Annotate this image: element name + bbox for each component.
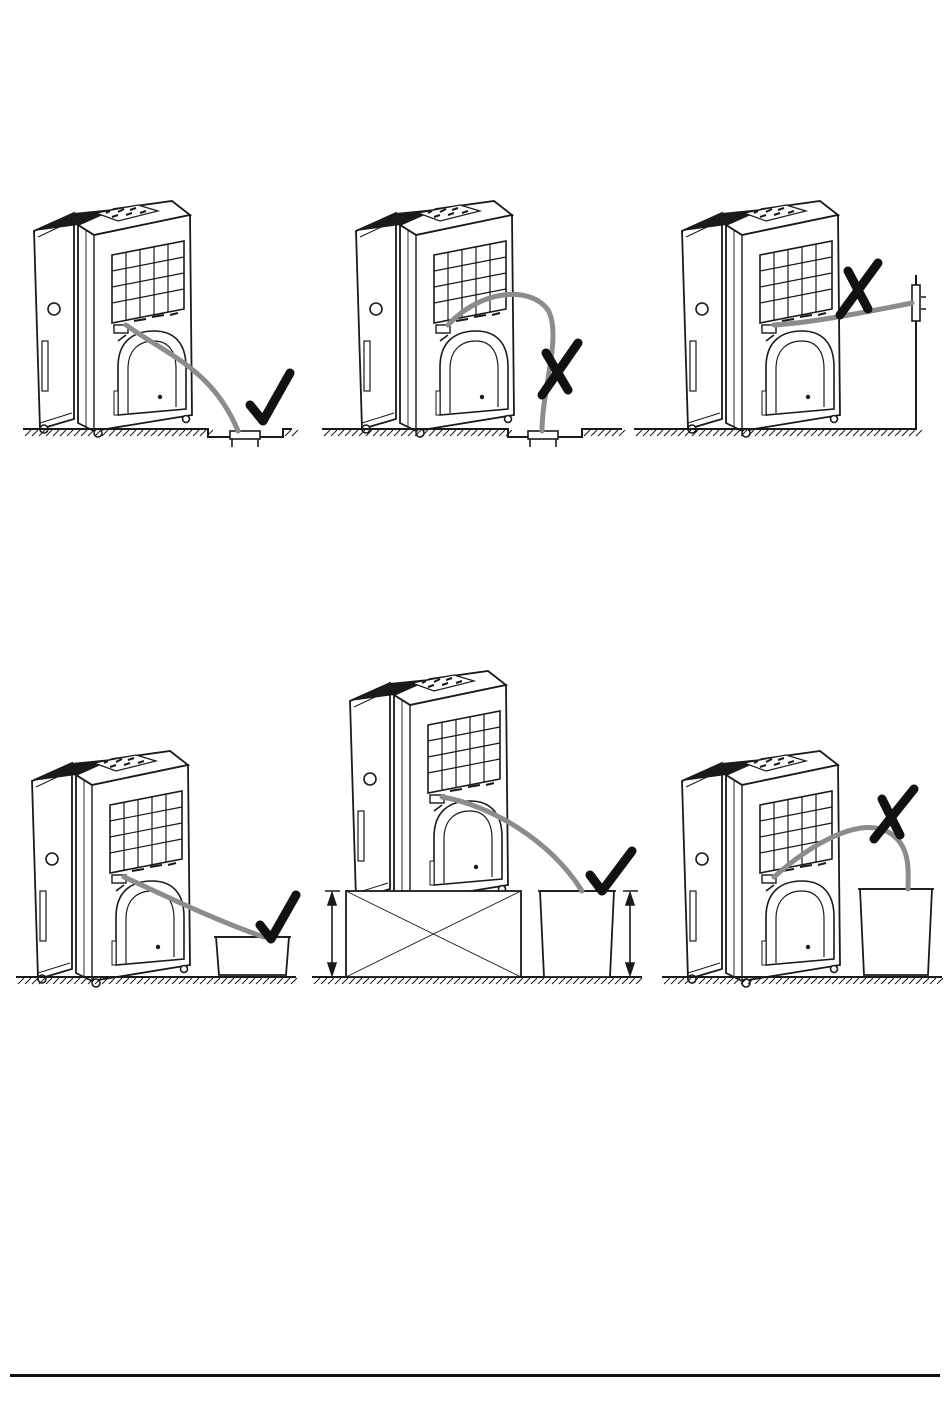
panel-bucket-low bbox=[14, 735, 299, 990]
floor-hatch bbox=[636, 430, 922, 436]
panel-wall-outlet-high-svg bbox=[632, 185, 932, 455]
dehumidifier-unit bbox=[682, 751, 840, 987]
panel-bucket-low-svg bbox=[14, 735, 299, 990]
drain-fitting bbox=[230, 431, 260, 447]
support-crate bbox=[346, 891, 521, 977]
panel-floor-drain-low bbox=[18, 185, 293, 455]
cross-mark-icon bbox=[874, 789, 914, 839]
floor-hatch bbox=[314, 978, 642, 984]
panel-floor-drain-uphill-svg bbox=[320, 185, 625, 455]
bucket bbox=[858, 889, 934, 975]
bucket bbox=[214, 937, 291, 975]
dehumidifier-unit bbox=[32, 751, 190, 987]
dehumidifier-unit bbox=[356, 201, 514, 437]
check-mark-icon bbox=[250, 373, 290, 421]
bucket bbox=[538, 891, 616, 977]
panel-wall-outlet-high bbox=[632, 185, 932, 455]
footer-rule bbox=[10, 1374, 940, 1377]
floor-hatch bbox=[18, 978, 297, 984]
cross-mark-icon bbox=[840, 263, 878, 315]
panel-bucket-uphill-svg bbox=[660, 735, 945, 990]
panel-raised-unit-bucket-svg bbox=[310, 655, 645, 990]
panel-bucket-uphill bbox=[660, 735, 945, 990]
floor-hatch bbox=[664, 978, 943, 984]
panel-floor-drain-low-svg bbox=[18, 185, 293, 455]
bucket-height-dimension bbox=[623, 891, 638, 977]
check-mark-icon bbox=[260, 895, 296, 939]
check-mark-icon bbox=[590, 851, 632, 891]
panel-floor-drain-uphill bbox=[320, 185, 625, 455]
crate-height-dimension bbox=[325, 891, 340, 977]
dehumidifier-unit bbox=[350, 671, 508, 907]
drain-fitting bbox=[528, 431, 558, 447]
dehumidifier-unit bbox=[34, 201, 192, 437]
panel-raised-unit-bucket bbox=[310, 655, 645, 990]
